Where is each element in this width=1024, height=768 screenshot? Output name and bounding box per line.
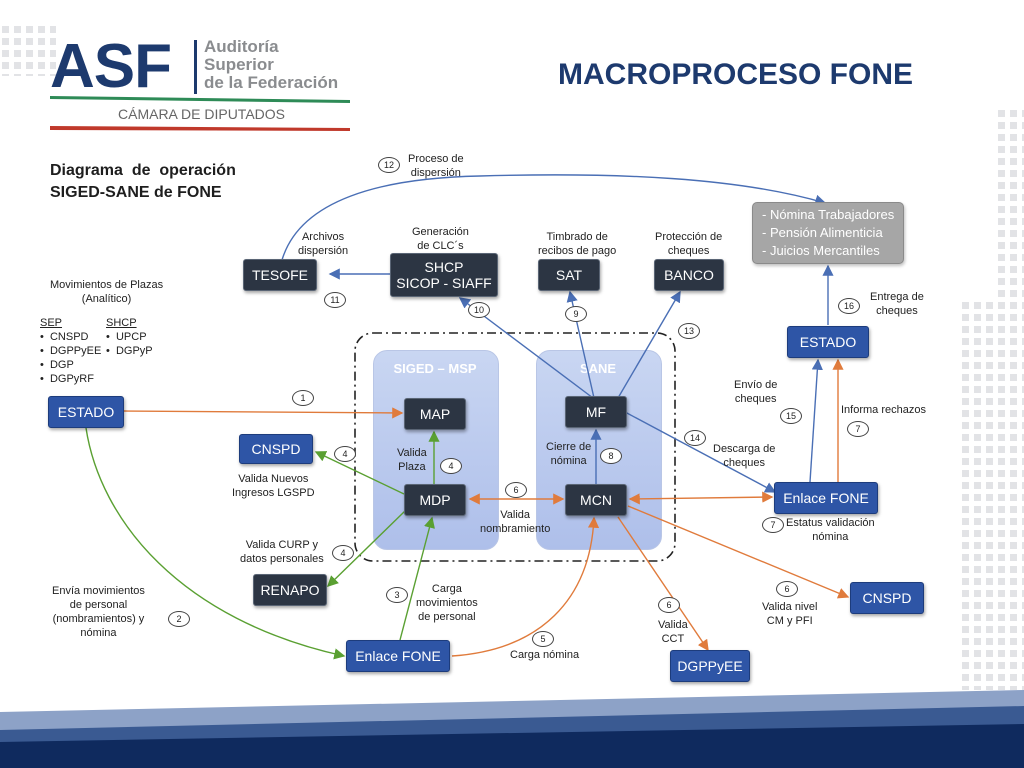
step-1: 1 — [292, 390, 314, 406]
node-enlace-fone-bottom: Enlace FONE — [346, 640, 450, 672]
label-estatus-validacion: Estatus validación nómina — [786, 517, 875, 543]
step-12: 12 — [378, 157, 400, 173]
label-timbrado: Timbrado de recibos de pago — [538, 231, 617, 257]
label-sep-head: SEP — [40, 317, 63, 329]
siged-msp-title: SIGED – MSP — [393, 361, 477, 376]
label-cierre-nomina: Cierre de nómina — [546, 441, 592, 467]
step-15: 15 — [780, 408, 802, 424]
node-mdp: MDP — [404, 484, 466, 516]
node-estado-left: ESTADO — [48, 396, 124, 428]
label-generacion-clc: Generación de CLC´s — [412, 226, 469, 252]
step-13: 13 — [678, 323, 700, 339]
logo-flag-stripes — [50, 96, 350, 131]
label-valida-plaza: Valida Plaza — [397, 447, 427, 473]
label-valida-cct: Valida CCT — [658, 619, 688, 645]
label-movimientos-plazas: Movimientos de Plazas (Analítico) — [50, 279, 164, 305]
page-title: MACROPROCESO FONE — [558, 58, 914, 91]
label-sep-items: • CNSPD • DGPPyEE • DGP • DGPyRF — [40, 331, 102, 385]
step-6-cct: 6 — [658, 597, 680, 613]
node-mcn: MCN — [565, 484, 627, 516]
label-carga-nomina: Carga nómina — [510, 649, 580, 661]
step-7-estatus: 7 — [762, 517, 784, 533]
step-4-renapo: 4 — [332, 545, 354, 561]
node-cnspd-left: CNSPD — [239, 434, 313, 464]
node-banco: BANCO — [654, 259, 724, 291]
node-mf: MF — [565, 396, 627, 428]
label-entrega-cheques: Entrega de cheques — [870, 291, 924, 317]
node-enlace-fone-right: Enlace FONE — [774, 482, 878, 514]
step-6-nivel: 6 — [776, 581, 798, 597]
asf-logo-mark: ASF — [50, 32, 172, 101]
label-valida-nuevos: Valida Nuevos Ingresos LGSPD — [232, 473, 315, 499]
logo-line-1: Auditoría — [204, 37, 279, 56]
step-7-rechazos: 7 — [847, 421, 869, 437]
logo-separator — [194, 40, 197, 94]
label-valida-nivel: Valida nivel CM y PFI — [762, 601, 818, 627]
node-map: MAP — [404, 398, 466, 430]
step-4-cnspd: 4 — [334, 446, 356, 462]
label-informa-rechazos: Informa rechazos — [841, 404, 926, 416]
step-14: 14 — [684, 430, 706, 446]
diagram-title: Diagrama de operación SIGED-SANE de FONE — [50, 162, 236, 201]
logo-line-3: de la Federación — [204, 73, 339, 92]
step-16: 16 — [838, 298, 860, 314]
label-proteccion: Protección de cheques — [655, 231, 723, 257]
node-cnspd-right: CNSPD — [850, 582, 924, 614]
label-descarga-cheques: Descarga de cheques — [713, 443, 776, 469]
siged-msp-region — [373, 350, 499, 550]
label-envio-cheques: Envío de cheques — [734, 379, 778, 405]
step-3: 3 — [386, 587, 408, 603]
step-9: 9 — [565, 306, 587, 322]
node-renapo: RENAPO — [253, 574, 327, 606]
label-shcp-head: SHCP — [106, 317, 137, 329]
step-10: 10 — [468, 302, 490, 318]
label-archivos-dispersion: Archivos dispersión — [298, 231, 349, 257]
label-carga-movimientos: Carga movimientos de personal — [416, 583, 478, 623]
sane-title: SANE — [579, 361, 617, 376]
label-valida-curp: Valida CURP y datos personales — [240, 539, 324, 565]
step-11: 11 — [324, 292, 346, 308]
node-dgppyee: DGPPyEE — [670, 650, 750, 682]
step-5: 5 — [532, 631, 554, 647]
step-2: 2 — [168, 611, 190, 627]
label-envia-movimientos: Envía movimientos de personal (nombramie… — [52, 585, 145, 639]
node-tesofe: TESOFE — [243, 259, 317, 291]
step-4-plaza: 4 — [440, 458, 462, 474]
step-8: 8 — [600, 448, 622, 464]
node-nomina-list: - Nómina Trabajadores - Pensión Alimenti… — [752, 202, 904, 264]
label-shcp-items: • UPCP • DGPyP — [106, 331, 153, 357]
step-6-nombramiento: 6 — [505, 482, 527, 498]
logo-camara-diputados: CÁMARA DE DIPUTADOS — [118, 106, 285, 122]
node-shcp-sicop-siaff: SHCP SICOP - SIAFF — [390, 253, 498, 297]
label-proceso-dispersion: Proceso de dispersión — [408, 153, 464, 179]
logo-line-2: Superior — [204, 55, 274, 74]
node-sat: SAT — [538, 259, 600, 291]
node-estado-right: ESTADO — [787, 326, 869, 358]
label-valida-nombramiento: Valida nombramiento — [480, 509, 551, 535]
